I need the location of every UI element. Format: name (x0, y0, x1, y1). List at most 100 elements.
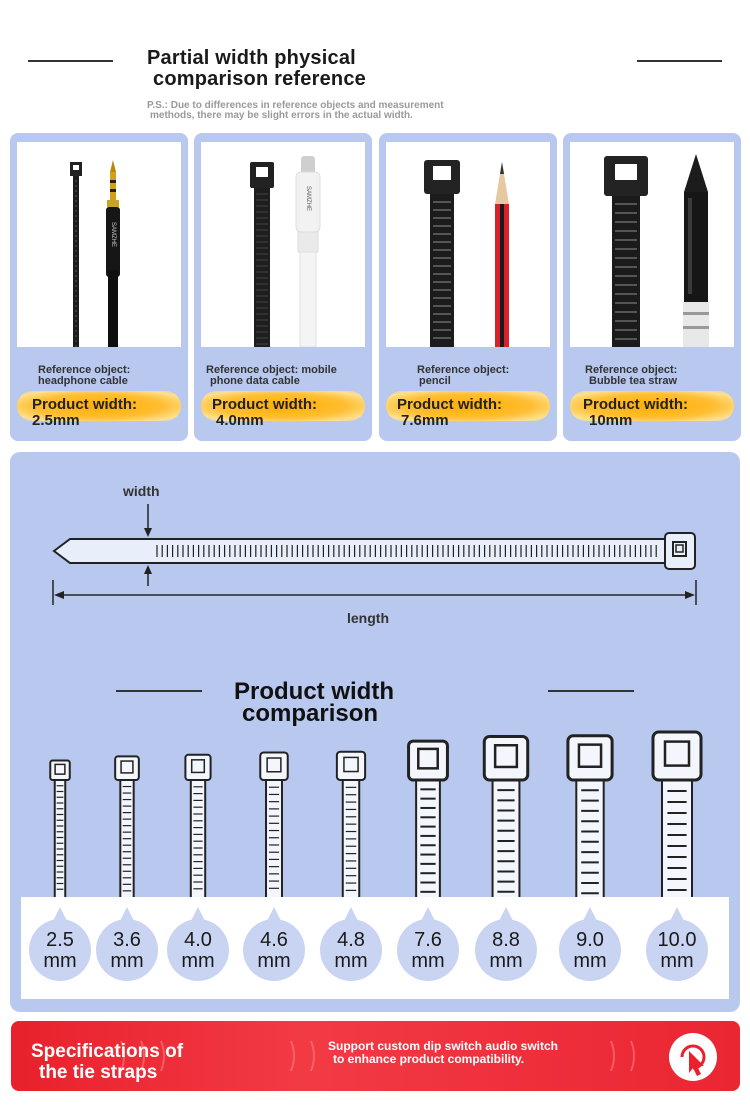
page-title: Partial width physical comparison refere… (147, 48, 366, 90)
reference-label-line1: Reference object: (38, 364, 131, 376)
cable-tie-7.6mm (407, 739, 449, 901)
cable-tie-dimension-diagram (52, 504, 697, 605)
product-width-value: 2.5mm (32, 412, 80, 429)
size-value: 4.8 (337, 929, 365, 951)
banner-decoration (120, 1040, 635, 1072)
headphone-cable-image: SAMZHE (70, 160, 120, 347)
cable-tie-4.8mm (335, 750, 367, 901)
product-width-value: 10mm (589, 412, 633, 429)
reference-label: Reference object: Bubble tea straw (585, 365, 677, 387)
specifications-button[interactable] (669, 1033, 717, 1081)
reference-label-line1: Reference object: (417, 364, 510, 376)
size-value: 10.0 (657, 929, 697, 951)
comparison-title: Product width comparison (234, 678, 394, 727)
reference-label: Reference object: headphone cable (38, 365, 130, 387)
size-value: 4.6 (260, 929, 288, 951)
cable-tie-2.5mm (49, 759, 71, 901)
reference-label-line2: phone data cable (210, 375, 300, 387)
cable-tie-4.0mm (184, 753, 212, 901)
reference-photo-data-cable: SAMZHE (201, 142, 365, 347)
product-width-value: 4.0mm (216, 412, 264, 429)
dimension-panel: width length Product width comparison 2.… (10, 452, 740, 1012)
size-unit: mm (334, 950, 368, 972)
cursor-click-icon (680, 1044, 706, 1076)
reference-label-line1: Reference object: mobile (206, 364, 337, 376)
size-value: 9.0 (576, 929, 604, 951)
reference-card-straw: Reference object: Bubble tea straw Produ… (563, 133, 741, 441)
product-width-badge (17, 391, 181, 421)
cable-tie-3.6mm (114, 755, 140, 901)
reference-label-line1: Reference object: (585, 364, 678, 376)
cable-tie-10.0mm (651, 730, 703, 901)
reference-card-headphone: SAMZHE Reference object: headphone cable… (10, 133, 188, 441)
product-width-label: Product width: (212, 396, 317, 413)
size-unit: mm (411, 950, 445, 972)
product-width-label: Product width: (397, 396, 502, 413)
product-width-badge (201, 391, 365, 421)
disclaimer-line2: methods, there may be slight errors in t… (150, 110, 413, 121)
page-title-line1: Partial width physical (147, 47, 356, 69)
reference-card-pencil: Reference object: pencil Product width: … (379, 133, 557, 441)
size-unit: mm (110, 950, 144, 972)
size-unit: mm (181, 950, 215, 972)
reference-label-line2: headphone cable (38, 375, 128, 387)
width-label: width (123, 483, 160, 499)
specifications-description-line2: to enhance product compatibility. (333, 1052, 525, 1066)
disclaimer-note: P.S.: Due to differences in reference ob… (147, 101, 444, 121)
specifications-title: Specifications of the tie straps (31, 1041, 183, 1083)
specifications-description-line1: Support custom dip switch audio switch (328, 1039, 559, 1053)
reference-label-line2: Bubble tea straw (589, 375, 678, 387)
size-value: 2.5 (46, 929, 74, 951)
bubble-tea-straw-image (604, 154, 709, 347)
reference-photo-straw (570, 142, 734, 347)
product-width-label: Product width: (583, 396, 688, 413)
specifications-title-line1: Specifications of (31, 1041, 184, 1062)
size-unit: mm (43, 950, 77, 972)
product-width-badge (570, 391, 734, 421)
product-width-value: 7.6mm (401, 412, 449, 429)
data-cable-image: SAMZHE (250, 156, 321, 347)
reference-label: Reference object: pencil (417, 365, 509, 387)
cable-tie-size-lineup (49, 730, 703, 901)
product-width-badge (386, 391, 550, 421)
length-label: length (347, 610, 389, 626)
reference-card-data-cable: SAMZHE Reference object: mobile phone da… (194, 133, 372, 441)
page-title-line2: comparison reference (153, 68, 366, 90)
cable-tie-4.6mm (259, 751, 289, 901)
specifications-title-line2: the tie straps (39, 1062, 158, 1083)
svg-text:SAMZHE: SAMZHE (305, 186, 311, 211)
product-width-label: Product width: (32, 396, 137, 413)
specifications-banner: Specifications of the tie straps Support… (11, 1021, 740, 1091)
comparison-divider-left (116, 690, 202, 692)
size-unit: mm (660, 950, 694, 972)
size-value: 8.8 (492, 929, 520, 951)
comparison-title-line2: comparison (242, 700, 379, 727)
reference-label: Reference object: mobile phone data cabl… (206, 365, 337, 387)
size-value: 3.6 (113, 929, 141, 951)
comparison-divider-right (548, 690, 634, 692)
cable-tie-8.8mm (482, 735, 530, 901)
reference-photo-headphone: SAMZHE (17, 142, 181, 347)
header-divider-left (28, 60, 113, 62)
size-unit: mm (489, 950, 523, 972)
comparison-title-line1: Product width (234, 678, 394, 705)
pencil-image (424, 160, 509, 347)
size-value: 7.6 (414, 929, 442, 951)
reference-label-line2: pencil (419, 375, 451, 387)
disclaimer-line1: P.S.: Due to differences in reference ob… (147, 100, 444, 111)
reference-photo-pencil (386, 142, 550, 347)
specifications-description: Support custom dip switch audio switch t… (328, 1040, 558, 1066)
size-unit: mm (573, 950, 607, 972)
size-value: 4.0 (184, 929, 212, 951)
svg-text:SAMZHE: SAMZHE (110, 222, 116, 247)
header-divider-right (637, 60, 722, 62)
cable-tie-9.0mm (566, 734, 614, 901)
